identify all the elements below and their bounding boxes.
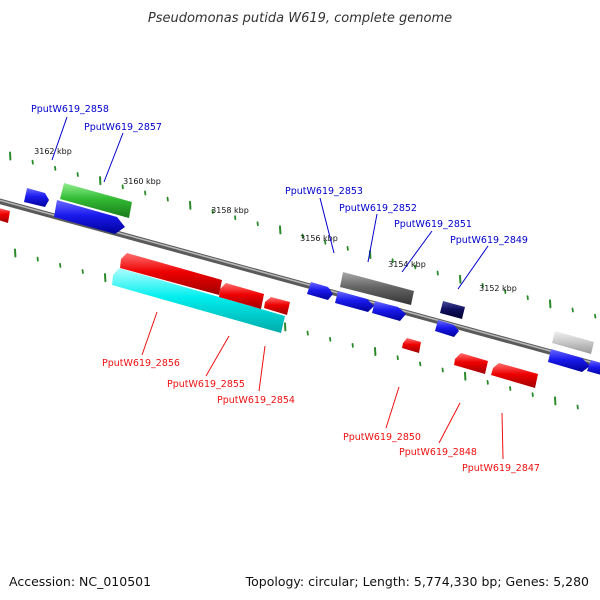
gene-arrow[interactable] <box>219 283 264 309</box>
gene-arrow[interactable] <box>264 297 290 315</box>
gene-arrow[interactable] <box>307 282 333 300</box>
forward-gene-labels: PputW619_2858 PputW619_2857 PputW619_285… <box>31 104 528 246</box>
gene-arrow[interactable] <box>60 183 132 218</box>
kbp-label: 3160 kbp <box>123 177 161 186</box>
callout-lines <box>51 116 504 460</box>
kbp-label: 3162 kbp <box>34 147 72 156</box>
kbp-label: 3158 kbp <box>211 206 249 215</box>
tick-row-lower <box>14 248 579 410</box>
reverse-gene-labels: PputW619_2856 PputW619_2855 PputW619_285… <box>102 358 540 474</box>
gene-label[interactable]: PputW619_2852 <box>339 203 417 214</box>
gene-label[interactable]: PputW619_2847 <box>462 463 540 474</box>
gene-arrow[interactable] <box>335 291 374 312</box>
gene-arrow[interactable] <box>491 363 538 388</box>
gene-label[interactable]: PputW619_2848 <box>399 447 477 458</box>
gene-label[interactable]: PputW619_2851 <box>394 219 472 230</box>
gene-arrow[interactable] <box>112 268 285 333</box>
gene-arrow[interactable] <box>0 207 10 223</box>
gene-label[interactable]: PputW619_2855 <box>167 379 245 390</box>
map-title: Pseudomonas putida W619, complete genome <box>148 11 452 26</box>
gene-arrow[interactable] <box>454 353 488 374</box>
kbp-label: 3152 kbp <box>479 284 517 293</box>
kbp-label: 3156 kbp <box>300 234 338 243</box>
reverse-genes <box>0 207 538 388</box>
gene-label[interactable]: PputW619_2858 <box>31 104 109 115</box>
gene-arrow[interactable] <box>440 301 465 319</box>
gene-label[interactable]: PputW619_2850 <box>343 432 421 443</box>
gene-label[interactable]: PputW619_2854 <box>217 395 295 406</box>
forward-genes <box>24 183 600 376</box>
gene-label[interactable]: PputW619_2857 <box>84 122 162 133</box>
gene-arrow[interactable] <box>340 272 414 305</box>
accession-text: Accession: NC_010501 <box>9 574 151 589</box>
gene-label[interactable]: PputW619_2849 <box>450 235 528 246</box>
gene-arrow[interactable] <box>552 331 594 354</box>
gene-arrow[interactable] <box>402 338 421 353</box>
gene-arrow[interactable] <box>435 320 459 337</box>
gene-arrow[interactable] <box>120 253 222 295</box>
tick-row-upper <box>9 151 597 319</box>
gene-arrow[interactable] <box>24 188 49 207</box>
gene-label[interactable]: PputW619_2853 <box>285 186 363 197</box>
gene-arrow[interactable] <box>548 349 590 372</box>
gene-label[interactable]: PputW619_2856 <box>102 358 180 369</box>
gene-arrow[interactable] <box>54 200 125 234</box>
gene-arrow[interactable] <box>372 301 406 321</box>
gene-arrow[interactable] <box>587 360 600 376</box>
genome-summary-text: Topology: circular; Length: 5,774,330 bp… <box>245 574 589 589</box>
